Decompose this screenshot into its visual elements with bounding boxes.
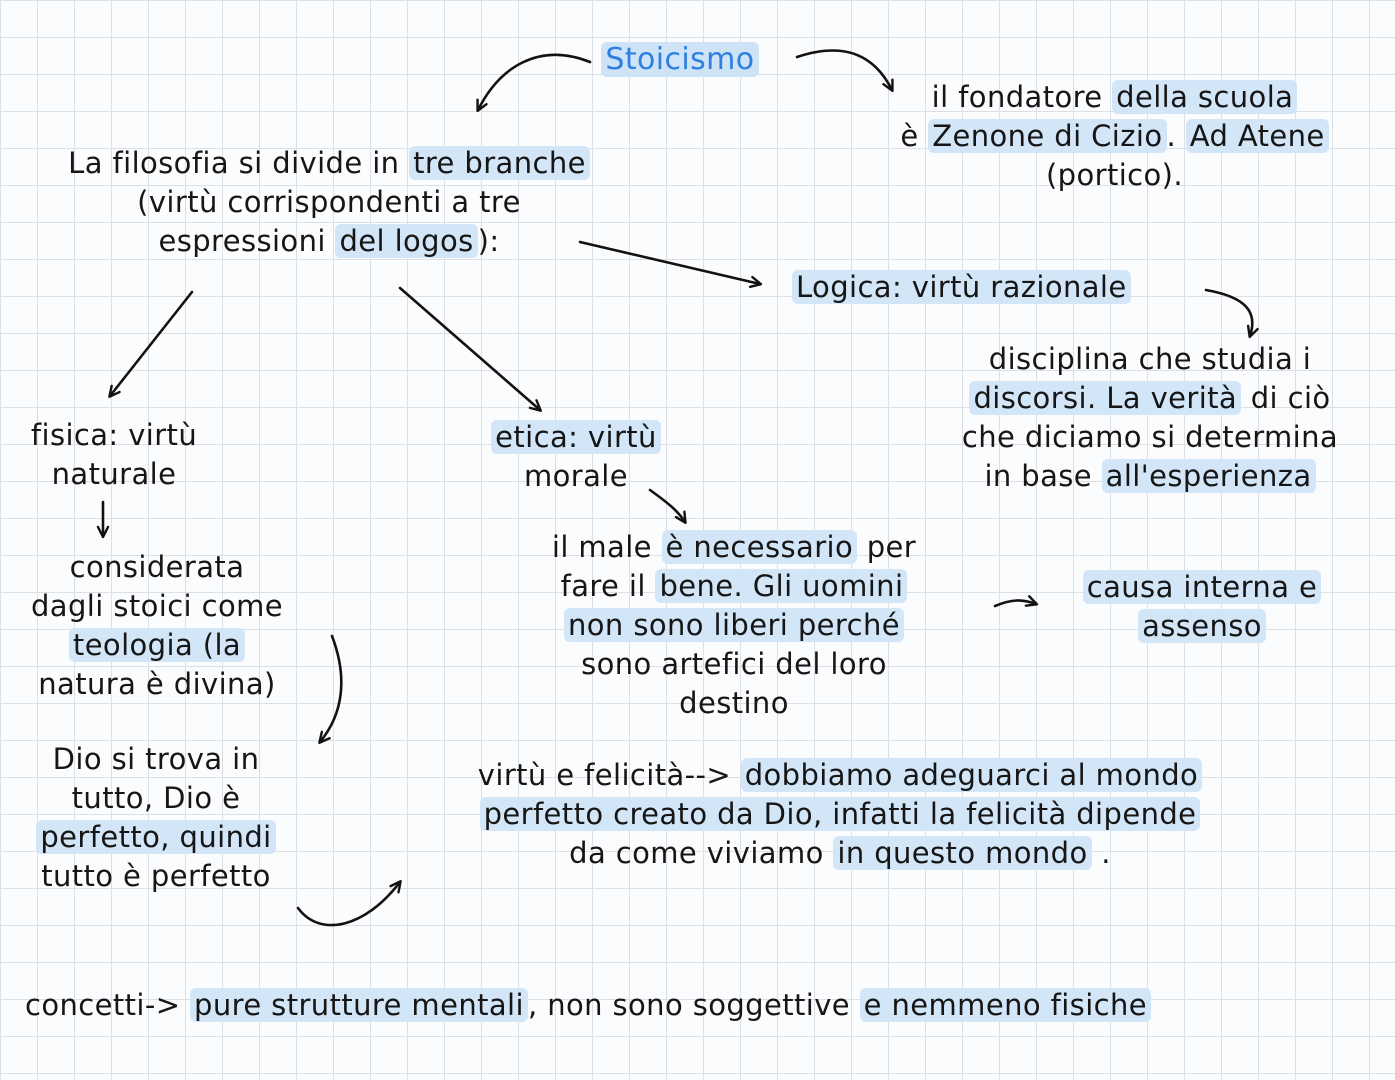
arrow-logica-to-disciplina <box>1204 288 1259 339</box>
node-filosofia-tre-branche: La filosofia si divide in tre branche(vi… <box>20 144 638 261</box>
arrow-filosofia-to-fisica <box>108 290 194 398</box>
node-logica: Logica: virtù razionale <box>792 268 1212 307</box>
arrow-dio-to-virtu <box>296 880 402 927</box>
arrow-filosofia-to-etica <box>398 286 542 412</box>
arrow-considerata-to-dio <box>318 634 343 744</box>
arrow-male-to-causa <box>993 595 1039 608</box>
node-concetti: concetti-> pure strutture mentali, non s… <box>25 986 1370 1025</box>
node-virtu-e-felicita: virtù e felicità--> dobbiamo adeguarci a… <box>400 756 1280 873</box>
node-stoicismo-title: Stoicismo <box>560 40 800 79</box>
